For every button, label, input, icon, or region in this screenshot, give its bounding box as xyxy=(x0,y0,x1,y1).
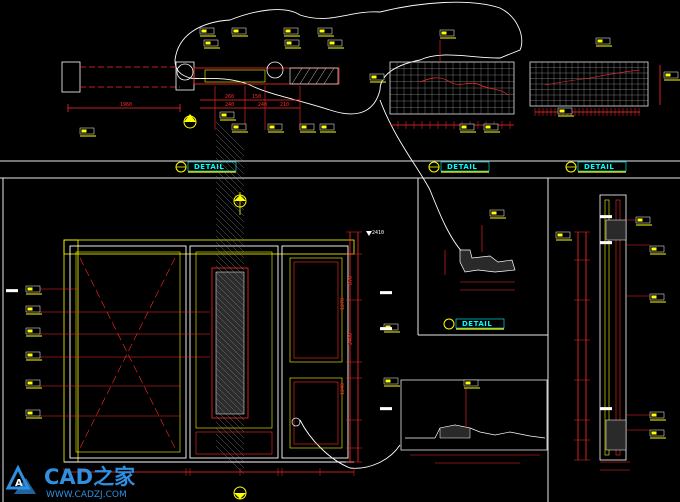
elev-dim-1: 2410 xyxy=(372,230,384,236)
plan-dim-6: 210 xyxy=(280,102,289,108)
elev-dim-5: 1270 xyxy=(340,298,346,310)
tag-box xyxy=(383,377,400,387)
tag-box xyxy=(25,351,42,361)
tag-box xyxy=(383,323,400,333)
tag-box xyxy=(25,379,42,389)
leader-text-labels: ■■■■ ■■■■ ■■■■ ■■■■ ■■■■ ■■■■ ■■■■ xyxy=(6,214,612,412)
tag-box xyxy=(439,29,456,39)
tag-box xyxy=(649,411,666,421)
leader-label: ■■■■ xyxy=(600,240,612,246)
tag-box xyxy=(219,111,236,121)
inset-detail-base xyxy=(400,379,548,464)
front-elevation: 2410 2400 870 1240 1270 xyxy=(63,121,384,500)
leader-curve xyxy=(379,99,466,256)
tag-box xyxy=(25,285,42,295)
tag-box xyxy=(327,39,344,49)
tag-box xyxy=(79,127,96,137)
drawing-frame xyxy=(0,160,680,502)
tag-box xyxy=(463,379,480,389)
tag-box xyxy=(595,37,612,47)
tag-box xyxy=(25,305,42,315)
tag-box xyxy=(649,293,666,303)
plan-dim-1: 1960 xyxy=(120,102,132,108)
side-section-view xyxy=(574,194,650,471)
section-title-3: DETAIL xyxy=(565,161,627,173)
tag-box xyxy=(557,107,574,117)
plan-dim-4: 240 xyxy=(225,102,234,108)
watermark-brand: CAD之家 xyxy=(44,465,136,489)
section-title-1: DETAIL xyxy=(175,161,237,173)
grid-panel-2 xyxy=(529,61,661,116)
elev-dim-4: 1240 xyxy=(340,383,346,395)
leader-label: ■■■■ xyxy=(6,288,18,294)
cad-watermark: A CAD之家 WWW.CADZJ.COM xyxy=(5,464,136,500)
tag-box xyxy=(25,327,42,337)
annotation-tags xyxy=(25,27,680,439)
cad-logo-icon: A xyxy=(5,464,36,494)
leader-label: ■■■■ xyxy=(600,406,612,412)
tag-box xyxy=(489,209,506,219)
tag-box xyxy=(199,27,216,37)
plan-dim-3: 150 xyxy=(252,94,261,100)
revision-cloud xyxy=(174,1,523,115)
tag-box xyxy=(25,409,42,419)
inset-detail-crown xyxy=(444,225,516,291)
plan-dim-5: 240 xyxy=(258,102,267,108)
leader-curve-lower xyxy=(299,419,401,469)
tag-box xyxy=(555,231,572,241)
grid-panel-1 xyxy=(389,40,515,129)
section-title-text-1: DETAIL xyxy=(194,163,224,171)
tag-box xyxy=(203,39,220,49)
tag-box xyxy=(483,123,500,133)
leader-label: ■■■■ xyxy=(380,326,392,332)
plan-dim-2: 260 xyxy=(225,94,234,100)
section-title-4: DETAIL xyxy=(443,318,505,330)
tag-box xyxy=(283,27,300,37)
plan-view: 1960 260 150 240 240 210 xyxy=(61,61,340,130)
tag-box xyxy=(649,429,666,439)
logo-letter: A xyxy=(15,478,23,489)
tag-box xyxy=(635,216,652,226)
left-leaders xyxy=(38,288,210,417)
section-title-text-2: DETAIL xyxy=(447,163,477,171)
tag-box xyxy=(649,245,666,255)
tag-box xyxy=(231,27,248,37)
tag-box xyxy=(663,71,680,81)
leader-label: ■■■■ xyxy=(380,290,392,296)
tag-box xyxy=(459,123,476,133)
tag-box xyxy=(299,123,316,133)
watermark-url: WWW.CADZJ.COM xyxy=(46,490,127,500)
tag-box xyxy=(369,73,386,83)
section-title-text-3: DETAIL xyxy=(584,163,614,171)
elev-dim-3: 870 xyxy=(348,276,354,285)
elev-dim-2: 2400 xyxy=(348,333,354,345)
section-title-text-4: DETAIL xyxy=(462,320,492,328)
tag-box xyxy=(231,123,248,133)
leader-label: ■■■■ xyxy=(380,406,392,412)
tag-box xyxy=(319,123,336,133)
tag-box xyxy=(267,123,284,133)
leader-label: ■■■■ xyxy=(600,214,612,220)
section-title-2: DETAIL xyxy=(428,161,490,173)
tag-box xyxy=(317,27,334,37)
tag-box xyxy=(284,39,301,49)
